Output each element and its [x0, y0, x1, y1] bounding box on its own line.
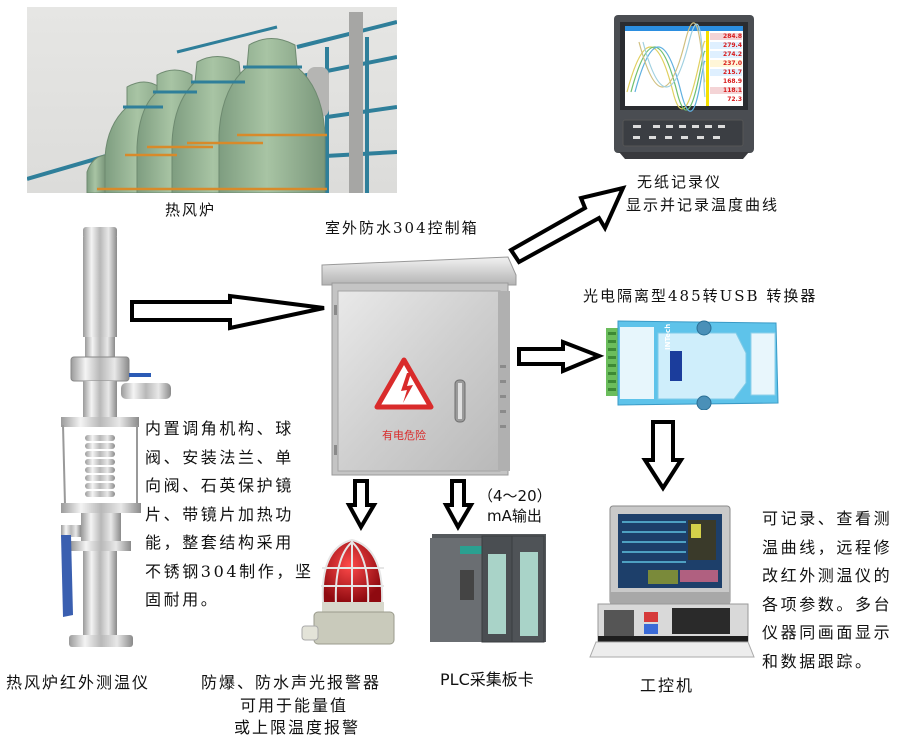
- recorder-readings: [710, 33, 742, 103]
- industrial-pc-photo: [588, 504, 758, 659]
- arrow-control-box-to-alarm: [345, 479, 378, 532]
- alarm-beacon-photo: [298, 528, 406, 646]
- control-box-photo: [318, 245, 518, 477]
- recorder-readings-list: 284.8 279.4 274.2 237.0 215.7 168.9 118.…: [710, 32, 742, 104]
- reading: 118.1: [723, 87, 742, 94]
- arrow-control-box-to-plc: [442, 479, 475, 532]
- plc-output-line1: （4～20）: [478, 487, 552, 505]
- reading: 237.0: [723, 60, 742, 67]
- reading: 279.4: [723, 42, 742, 49]
- converter-brand: INTech: [664, 323, 672, 350]
- reading: 215.7: [723, 69, 742, 76]
- converter-photo: [606, 313, 781, 411]
- industrial-pc-description: 可记录、查看测 温曲线，远程修 改红外测温仪的 各项参数。多台 仪器同画面显示 …: [762, 509, 893, 671]
- plc-output-line2: mA输出: [487, 507, 542, 525]
- arrow-control-box-to-converter: [517, 339, 605, 374]
- plc-label: PLC采集板卡: [440, 670, 534, 689]
- thermometer-label: 热风炉红外测温仪: [6, 673, 151, 692]
- alarm-label-line1: 防爆、防水声光报警器: [201, 673, 382, 692]
- recorder-label-line1: 无纸记录仪: [637, 173, 723, 191]
- arrow-thermometer-to-control-box: [130, 293, 325, 331]
- control-box-warning-text: 有电危险: [382, 429, 426, 442]
- reading: 72.3: [727, 96, 742, 103]
- hot-blast-stove-label: 热风炉: [165, 201, 217, 219]
- infrared-thermometer-photo: [53, 225, 173, 657]
- control-box-label: 室外防水304控制箱: [325, 219, 479, 237]
- thermometer-description: 内置调角机构、球 阀、安装法兰、单 向阀、石英保护镜 片、带镜片加热功 能，整套…: [145, 419, 314, 609]
- arrow-converter-to-pc: [641, 420, 685, 492]
- hot-blast-stove-photo: [26, 7, 398, 194]
- alarm-label-line3: 或上限温度报警: [234, 718, 361, 737]
- converter-label: 光电隔离型485转USB 转换器: [583, 287, 818, 305]
- plc-photo: [430, 530, 548, 645]
- paperless-recorder-photo: [613, 12, 755, 160]
- alarm-label-line2: 可用于能量值: [240, 696, 349, 715]
- reading: 168.9: [723, 78, 742, 85]
- reading: 284.8: [723, 33, 742, 40]
- arrow-control-box-to-recorder: [508, 185, 627, 265]
- recorder-label-line2: 显示并记录温度曲线: [626, 196, 780, 214]
- reading: 274.2: [723, 51, 742, 58]
- industrial-pc-label: 工控机: [640, 676, 695, 695]
